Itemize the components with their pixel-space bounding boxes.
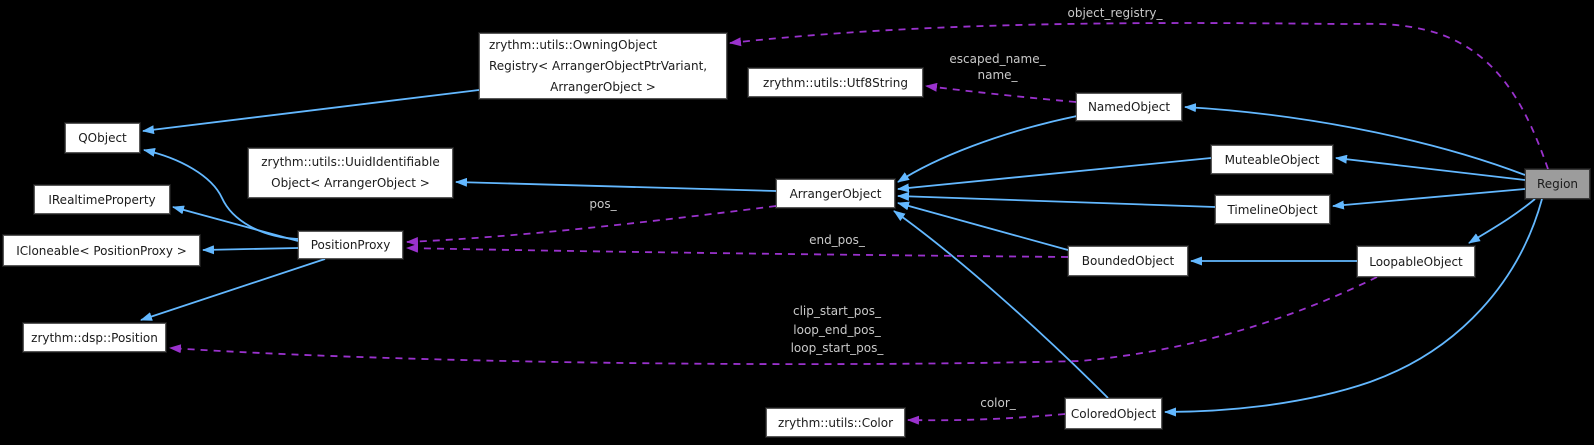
edge-region-to-namedobject <box>1184 103 1526 176</box>
edge-label-line: loop_end_pos_ <box>793 322 881 337</box>
node-utils-color[interactable]: zrythm::utils::Color <box>766 408 905 437</box>
node-loopable-object[interactable]: LoopableObject <box>1357 246 1475 277</box>
edge-label-escaped-name-name: escaped_name_ name_ <box>930 51 1065 83</box>
node-muteable-object[interactable]: MuteableObject <box>1211 145 1333 174</box>
edge-timelineobject-to-arrangerobject <box>897 191 1216 208</box>
node-bounded-object[interactable]: BoundedObject <box>1068 246 1188 276</box>
node-label-line: Registry< ArrangerObjectPtrVariant, <box>489 58 708 73</box>
edge-region-to-coloredobject <box>1164 198 1543 417</box>
node-named-object[interactable]: NamedObject <box>1076 93 1182 121</box>
edge-label-line: clip_start_pos_ <box>792 304 882 318</box>
node-label-line: zrythm::utils::UuidIdentifiable <box>261 155 440 169</box>
edge-positionproxy-to-dspposition <box>140 258 326 321</box>
edge-region-to-timelineobject <box>1332 188 1526 210</box>
node-label-line: Object< ArrangerObject > <box>271 176 430 190</box>
node-timeline-object[interactable]: TimelineObject <box>1215 195 1330 224</box>
node-owning-object-registry[interactable]: zrythm::utils::OwningObject Registry< Ar… <box>479 33 727 99</box>
node-qobject[interactable]: QObject <box>65 123 140 153</box>
edge-positionproxy-to-icloneable <box>202 245 299 255</box>
edge-coloredobject-to-arrangerobject <box>893 210 1109 399</box>
node-uuid-identifiable-object[interactable]: zrythm::utils::UuidIdentifiable Object< … <box>248 148 453 198</box>
node-arranger-object[interactable]: ArrangerObject <box>776 179 895 208</box>
node-utf8-string[interactable]: zrythm::utils::Utf8String <box>748 68 923 97</box>
edge-owningregistry-to-qobject <box>142 89 480 135</box>
edge-coloredobject-to-color-color <box>907 413 1066 425</box>
node-region[interactable]: Region <box>1525 169 1590 199</box>
edge-namedobject-to-arrangerobject <box>897 115 1078 183</box>
node-label-line: zrythm::utils::OwningObject <box>489 37 658 52</box>
edge-label-pos: pos_ <box>589 197 617 211</box>
edge-namedobject-to-utf8string-name <box>925 82 1077 103</box>
edge-label-end-pos: end_pos_ <box>809 233 865 247</box>
edge-label-object-registry: object_registry_ <box>1067 6 1163 20</box>
node-position-proxy[interactable]: PositionProxy <box>298 231 403 259</box>
node-label-line: ArrangerObject > <box>550 79 656 94</box>
edge-label-line: escaped_name_ <box>949 52 1046 66</box>
edge-region-to-loopableobject <box>1468 198 1536 244</box>
edge-arrangerobject-to-uuididentifiable <box>455 177 777 192</box>
edge-muteableobject-to-arrangerobject <box>897 157 1212 193</box>
edge-label-line: loop_start_pos_ <box>790 341 884 355</box>
node-dsp-position[interactable]: zrythm::dsp::Position <box>23 323 166 352</box>
edge-label-loop-positions: clip_start_pos_ loop_end_pos_ loop_start… <box>776 302 898 358</box>
node-icloneable-positionproxy[interactable]: ICloneable< PositionProxy > <box>3 235 200 266</box>
edge-loopableobject-to-dspposition-looppos <box>169 276 1378 366</box>
node-irealtime-property[interactable]: IRealtimeProperty <box>34 185 170 214</box>
edge-boundedobject-to-arrangerobject <box>897 201 1069 251</box>
edge-region-to-muteableobject <box>1335 154 1526 181</box>
edge-boundedobject-to-positionproxy-endpos <box>406 243 1069 258</box>
edge-positionproxy-to-irealtimeproperty <box>172 205 299 242</box>
edge-label-color: color_ <box>980 396 1016 410</box>
node-colored-object[interactable]: ColoredObject <box>1065 398 1162 429</box>
edge-label-line: name_ <box>977 68 1018 82</box>
